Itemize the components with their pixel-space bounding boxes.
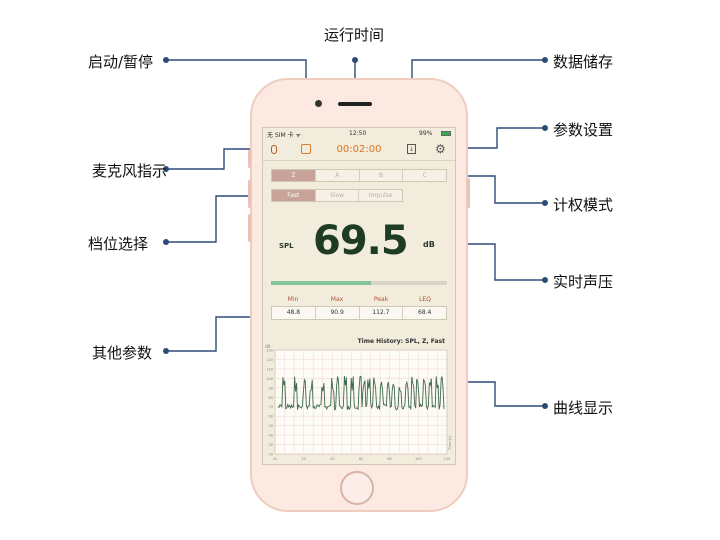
carrier-text: 无 SIM 卡 ᯤ [267,132,301,139]
gear-icon[interactable]: ⚙ [435,142,446,156]
chart-y-tick-label: 80 [269,396,273,400]
chart-y-tick-label: 30 [269,443,273,447]
home-button[interactable] [340,471,374,505]
battery-text: 99% [419,130,433,137]
weighting-selector: Z A B C [271,169,447,182]
run-timer: 00:02:00 [336,144,382,155]
volume-down-button [248,214,251,242]
weighting-option-z[interactable]: Z [272,170,316,181]
weighting-option-a[interactable]: A [315,170,360,181]
chart-y-tick-label: 20 [269,453,273,457]
level-bar [271,281,447,285]
mute-switch [248,150,251,168]
chart-x-tick-label: 0s [273,457,277,461]
level-bar-fill [271,281,372,285]
chart-y-tick-label: 40 [269,434,273,438]
stats-table: Min Max Peak LEQ 48.8 90.9 112.7 68.4 [271,296,447,320]
callout-start-pause: 启动/暂停 [88,53,154,71]
stat-header-min: Min [287,296,299,303]
weighting-option-c[interactable]: C [403,170,446,181]
chart-right-axis-label: Time (s) [448,435,452,451]
chart-title: Time History: SPL, Z, Fast [357,338,445,345]
chart-y-tick-label: 50 [269,424,273,428]
clock-text: 12:50 [349,130,367,137]
status-bar: 无 SIM 卡 ᯤ 12:50 99% [263,128,455,140]
chart-y-tick-label: 60 [269,415,273,419]
chart-x-tick-label: 60 [359,457,363,461]
spl-label: SPL [279,242,294,250]
stat-value-leq: 68.4 [403,307,446,319]
stat-value-max: 90.9 [315,307,360,319]
callout-range-select: 档位选择 [88,235,149,253]
chart-y-tick-label: 100 [266,377,273,381]
response-option-fast[interactable]: Fast [272,190,316,201]
chart-x-tick-label: 100 [415,457,422,461]
callout-weighting-mode: 计权模式 [553,196,614,214]
chart-y-tick-label: 70 [269,405,273,409]
stat-value-peak: 112.7 [359,307,404,319]
callout-parameter-settings: 参数设置 [553,121,614,139]
chart-x-tick-label: 20 [301,457,305,461]
response-option-slow[interactable]: Slow [315,190,360,201]
stat-header-max: Max [330,296,344,303]
weighting-option-b[interactable]: B [359,170,404,181]
stat-value-min: 48.8 [272,307,316,319]
chart-y-tick-label: 90 [269,386,273,390]
spl-unit: dB [423,240,435,249]
chart-y-tick-label: 120 [266,358,273,362]
battery-icon [441,131,451,136]
response-option-impulse[interactable]: Impulse [359,190,403,201]
callout-curve-display: 曲线显示 [553,399,614,417]
callout-run-time: 运行时间 [324,26,385,44]
callout-other-params: 其他参数 [92,344,153,362]
save-download-icon[interactable]: ↓ [407,144,416,154]
chart-y-unit: dB [265,344,271,349]
chart-y-tick-label: 110 [266,367,273,371]
callout-mic-indicator: 麦克风指示 [92,162,168,180]
volume-up-button [248,180,251,208]
stat-header-leq: LEQ [419,296,431,303]
stat-header-peak: Peak [373,296,389,303]
chart-y-tick-label: 130 [266,349,273,353]
app-screen: 无 SIM 卡 ᯤ 12:50 99% 00:02:00 ↓ ⚙ Z A B C… [262,127,456,465]
earpiece-speaker [338,102,372,106]
callout-realtime-spl: 实时声压 [553,273,614,291]
power-button [467,178,470,208]
chart-x-tick-label: 40 [330,457,334,461]
front-camera [315,100,322,107]
toolbar: 00:02:00 ↓ ⚙ [263,140,455,161]
spl-value: 69.5 [313,218,409,264]
response-selector: Fast Slow Impulse [271,189,403,202]
callout-data-storage: 数据储存 [553,53,614,71]
spl-trace [277,375,445,411]
chart-grid [274,349,448,455]
start-pause-button[interactable] [301,144,311,154]
microphone-icon[interactable] [271,145,277,154]
chart-x-tick-label: 80 [387,457,391,461]
chart-x-tick-label: 120 [444,457,451,461]
